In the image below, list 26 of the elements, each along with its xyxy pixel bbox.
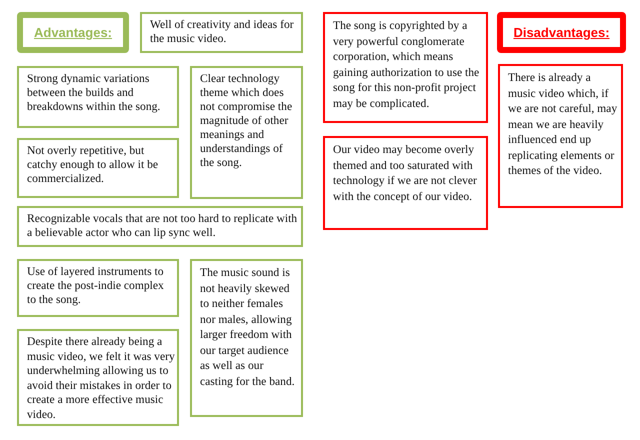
disadvantage-text: There is already a music video which, if we are not careful, may mean we are heavily influenced end up replicating elements or themes of the video. bbox=[508, 70, 618, 178]
disadvantage-card bbox=[323, 136, 488, 230]
advantage-text: Despite there already being a music video, we felt it was very underwhelming allowing us to avoid their mistakes in order to create a more effective music video. bbox=[27, 335, 175, 422]
advantage-card bbox=[17, 66, 179, 128]
advantage-text: Recognizable vocals that are not too hard to replicate with a believable actor who can lip sync well. bbox=[27, 212, 298, 240]
advantage-text: Not overly repetitive, but catchy enough to allow it be commercialized. bbox=[27, 144, 160, 186]
advantage-text: Well of creativity and ideas for the music video. bbox=[150, 18, 295, 46]
disadvantage-text: Our video may become overly themed and too saturated with technology if we are not clever with the concept of our video. bbox=[333, 142, 478, 204]
advantage-card bbox=[17, 138, 179, 198]
advantage-card bbox=[140, 12, 303, 53]
advantage-card bbox=[190, 66, 303, 199]
heading-panel bbox=[17, 12, 129, 53]
disadvantage-card bbox=[498, 64, 623, 208]
advantage-card bbox=[17, 259, 179, 317]
advantage-card bbox=[190, 259, 303, 417]
advantage-text: Use of layered instruments to create the post-indie complex to the song. bbox=[27, 265, 165, 307]
advantage-text: Strong dynamic variations between the builds and breakdowns within the song. bbox=[27, 72, 162, 114]
heading-panel bbox=[497, 12, 626, 53]
disadvantage-text: The song is copyrighted by a very powerful conglomerate corporation, which means gaining authorization to use the song for this non-profit project may be complicated. bbox=[333, 18, 480, 111]
advantage-card bbox=[17, 206, 303, 247]
advantage-card bbox=[17, 329, 179, 426]
advantage-text: The music sound is not heavily skewed to neither females nor males, allowing larger freedom with our target audience as well as our casting for the band. bbox=[200, 265, 296, 389]
section-heading: Advantages: bbox=[34, 25, 112, 40]
disadvantage-card bbox=[323, 12, 488, 123]
advantage-text: Clear technology theme which does not compromise the magnitude of other meanings and understandings of the song. bbox=[200, 72, 294, 170]
section-heading: Disadvantages: bbox=[513, 25, 610, 40]
